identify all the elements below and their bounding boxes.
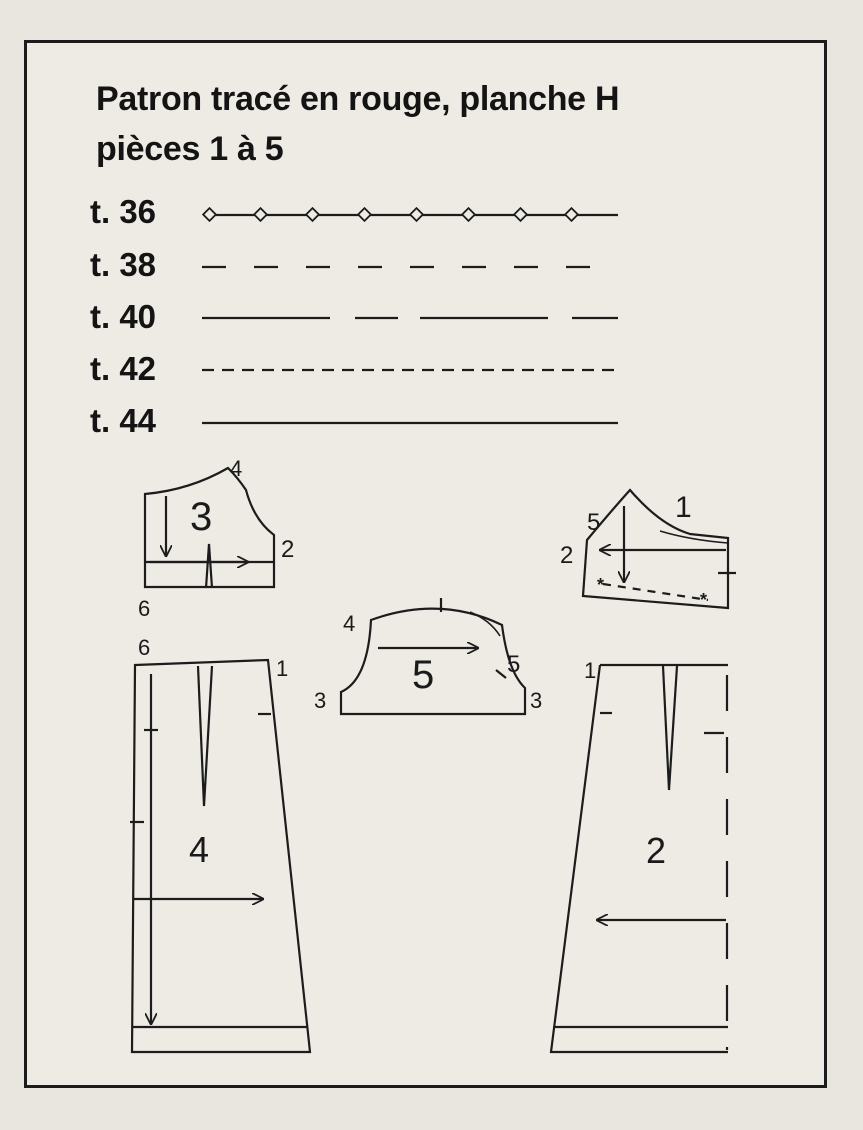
piece-4-mark-6: 6 [138, 635, 150, 660]
piece-4-mark-1: 1 [276, 656, 288, 681]
piece-5-mark-3-left: 3 [314, 688, 326, 713]
piece-2-mark-1: 1 [584, 658, 596, 683]
size-label-42: t. 42 [90, 350, 157, 387]
piece-1-number: 1 [675, 491, 692, 524]
piece-3-mark-2: 2 [281, 536, 294, 563]
size-label-38: t. 38 [90, 246, 157, 283]
piece-3-mark-6: 6 [138, 596, 150, 621]
piece-1-mark-5: 5 [587, 509, 600, 536]
piece-2-number: 2 [646, 830, 666, 871]
svg-text:*: * [700, 590, 707, 610]
piece-3-outline [143, 466, 276, 589]
piece-3-mark-4: 4 [230, 456, 242, 481]
title-line-2: pièces 1 à 5 [96, 130, 284, 168]
piece-5-mark-3-right: 3 [530, 688, 542, 713]
piece-4-outline [130, 658, 312, 1054]
size-label-44: t. 44 [90, 402, 157, 439]
piece-4-number: 4 [189, 829, 209, 870]
piece-5-outline [339, 598, 527, 716]
piece-3-number: 3 [190, 495, 212, 539]
piece-5-mark-5: 5 [507, 651, 520, 678]
piece-5-mark-4: 4 [343, 611, 355, 636]
piece-1-mark-2: 2 [560, 542, 573, 569]
svg-text:*: * [597, 575, 604, 595]
piece-1-outline [581, 488, 736, 610]
size-label-36: t. 36 [90, 193, 157, 230]
size-label-40: t. 40 [90, 298, 157, 335]
title-line-1: Patron tracé en rouge, planche H [96, 80, 620, 118]
legend-line-36 [201, 206, 618, 223]
piece-5-number: 5 [412, 653, 434, 697]
piece-2-outline [549, 663, 729, 1054]
